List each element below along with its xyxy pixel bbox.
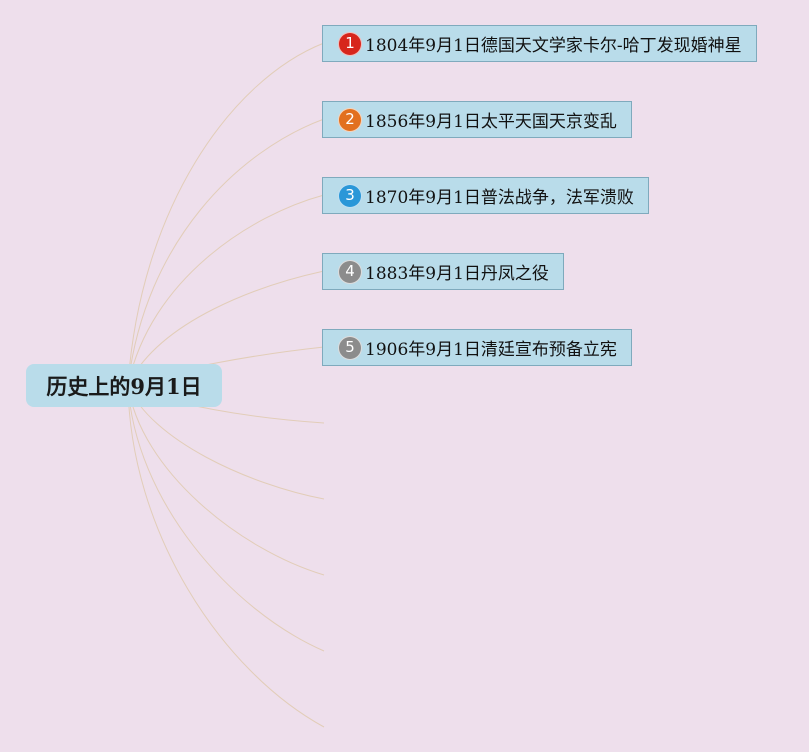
connector-4 (127, 270, 325, 386)
topic-label: 1883年9月1日丹凤之役 (365, 264, 549, 284)
topic-node-3[interactable]: 3 1870年9月1日普法战争，法军溃败 (322, 177, 649, 214)
topic-label: 1906年9月1日清廷宣布预备立宪 (365, 340, 617, 360)
priority-5-icon: 5 (338, 335, 362, 360)
priority-3-icon: 3 (338, 183, 362, 208)
priority-1-icon: 1 (338, 31, 362, 56)
connector-empty-3 (127, 384, 325, 576)
central-topic[interactable]: 历史上的9月1日 (26, 364, 222, 407)
central-topic-label: 历史上的9月1日 (46, 373, 202, 399)
priority-2-icon: 2 (338, 107, 362, 132)
connector-empty-5 (127, 384, 325, 728)
connector-empty-4 (127, 384, 325, 652)
topic-node-2[interactable]: 2 1856年9月1日太平天国天京变乱 (322, 101, 632, 138)
topic-node-5[interactable]: 5 1906年9月1日清廷宣布预备立宪 (322, 329, 632, 366)
topic-label: 1804年9月1日德国天文学家卡尔-哈丁发现婚神星 (365, 36, 742, 56)
connector-1 (127, 42, 325, 386)
topic-node-1[interactable]: 1 1804年9月1日德国天文学家卡尔-哈丁发现婚神星 (322, 25, 757, 62)
topic-label: 1870年9月1日普法战争，法军溃败 (365, 188, 634, 208)
connector-3 (127, 194, 325, 386)
priority-4-icon: 4 (338, 259, 362, 284)
topic-label: 1856年9月1日太平天国天京变乱 (365, 112, 617, 132)
connector-2 (127, 118, 325, 386)
topic-node-4[interactable]: 4 1883年9月1日丹凤之役 (322, 253, 564, 290)
